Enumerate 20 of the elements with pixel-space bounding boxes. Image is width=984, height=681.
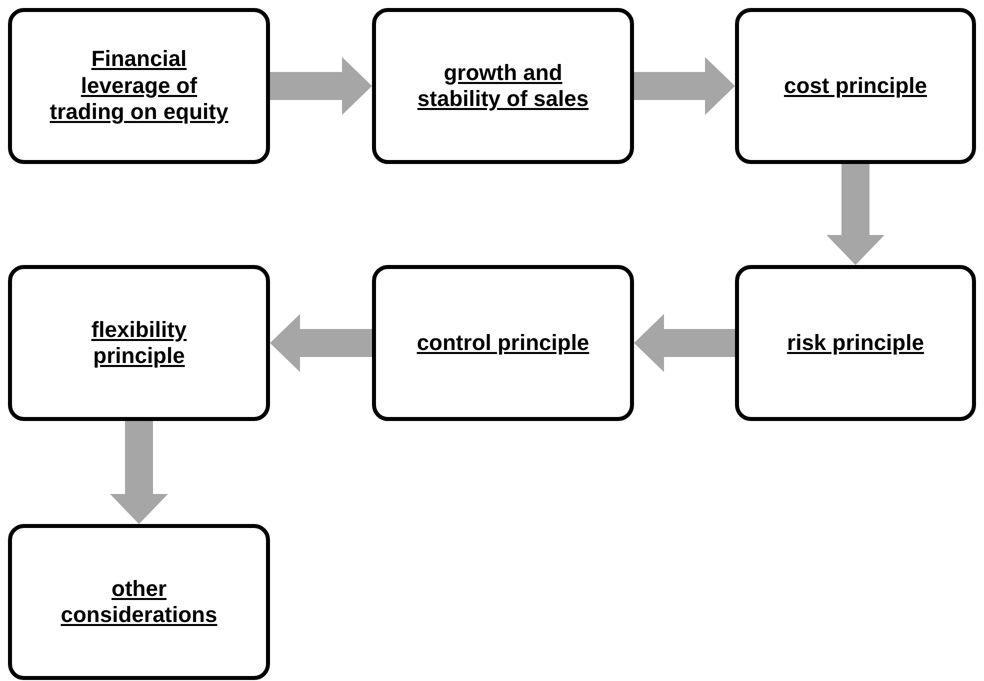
box-label: other considerations <box>60 576 218 628</box>
block-arrow <box>110 421 168 524</box>
process-box <box>735 265 976 421</box>
block-arrow <box>270 57 372 115</box>
process-box <box>372 8 634 164</box>
box-label: control principle <box>416 330 590 356</box>
process-box <box>8 8 270 164</box>
block-arrow <box>826 164 884 265</box>
box-label: flexibility principle <box>90 316 188 370</box>
block-arrow <box>270 314 372 372</box>
process-box <box>372 265 634 421</box>
box-label: risk principle <box>787 330 924 356</box>
process-box <box>8 265 270 421</box>
process-box <box>8 524 270 680</box>
box-label: cost principle <box>784 72 928 100</box>
block-arrow <box>634 57 735 115</box>
block-arrow <box>634 314 735 372</box>
process-box <box>735 8 976 164</box>
box-label: Financial leverage of trading on equity <box>48 46 230 126</box>
box-label: growth and stability of sales <box>416 60 590 112</box>
